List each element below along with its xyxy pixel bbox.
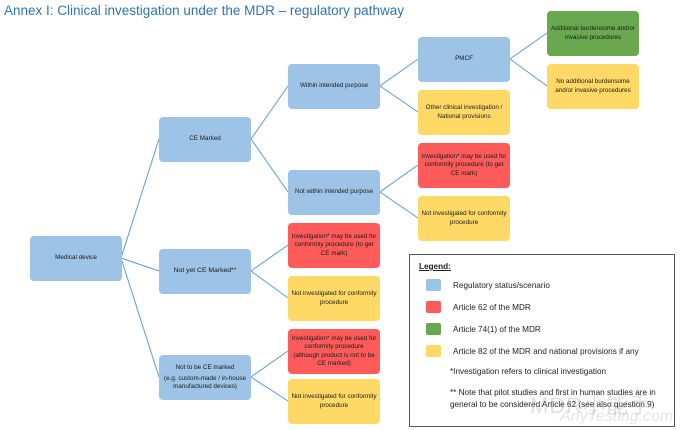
node-label: Other clinical investigation / National … [425, 104, 503, 120]
legend-title: Legend: [419, 262, 451, 271]
legend-item-article-82: Article 82 of the MDR and national provi… [426, 345, 639, 357]
node-label: Investigation* may be used for conformit… [421, 153, 507, 177]
node-label: Not yet CE Marked** [173, 267, 237, 275]
legend-note-investigation: *Investigation refers to clinical invest… [450, 367, 607, 376]
node-label: No additional burdensome and/or invasive… [555, 78, 631, 94]
connector-notyet-to-notinvestigated [250, 270, 289, 299]
node-ce-marked: CE Marked [159, 117, 251, 162]
node-notwithin-investigation: Investigation* may be used for conformit… [418, 143, 510, 188]
node-label: Not within intended purpose [294, 188, 374, 196]
node-label: Within intended purpose [300, 82, 368, 90]
legend-label: Article 62 of the MDR [453, 302, 531, 312]
connector-notwithin-to-notinvestigated [379, 191, 419, 219]
legend-item-article-62: Article 62 of the MDR [426, 301, 531, 313]
legend-swatch-yellow [426, 345, 441, 357]
node-pmcf: PMCF [418, 37, 510, 82]
legend-box: Legend: Regulatory status/scenario Artic… [409, 254, 675, 427]
node-nottobe-investigation: Investigation* may be used for conformit… [288, 329, 380, 374]
legend-item-article-74: Article 74(1) of the MDR [426, 323, 541, 335]
node-sublabel: (e.g. custom-made / in-house manufacture… [164, 374, 246, 391]
legend-label: Article 82 of the MDR and national provi… [453, 346, 639, 356]
legend-swatch-green [426, 323, 441, 335]
node-not-to-be-ce-marked: Not to be CE marked (e.g. custom-made / … [159, 355, 251, 400]
connector-ce-to-within [250, 85, 289, 140]
connector-medical-to-notyet [120, 257, 160, 272]
node-label: Additional burdensome and/or invasive pr… [550, 25, 635, 41]
node-not-yet-ce-marked: Not yet CE Marked** [159, 249, 251, 294]
connector-medical-to-ce [120, 138, 160, 259]
node-within-intended-purpose: Within intended purpose [288, 64, 380, 109]
node-notyet-not-investigated: Not investigated for conformity procedur… [288, 276, 380, 321]
node-label: Medical device [55, 254, 97, 262]
connector-notyet-to-investigation [250, 244, 289, 272]
legend-note-pilot-studies: ** Note that pilot studies and first in … [450, 388, 656, 409]
node-label: PMCF [455, 55, 473, 63]
node-label: Investigation* may be used for conformit… [291, 335, 377, 367]
legend-label: Article 74(1) of the MDR [453, 324, 541, 334]
node-other-clinical-investigation: Other clinical investigation / National … [418, 90, 510, 135]
node-additional-burdensome: Additional burdensome and/or invasive pr… [547, 11, 639, 56]
connector-within-to-other [379, 85, 419, 113]
node-label: CE Marked [189, 135, 221, 143]
connector-ce-to-notwithin [250, 138, 289, 193]
legend-swatch-blue [426, 279, 441, 291]
node-nottobe-not-investigated: Not investigated for conformity procedur… [288, 379, 380, 424]
connector-pmcf-to-additional [509, 32, 548, 60]
connector-notwithin-to-investigation [379, 164, 419, 193]
node-label: Not investigated for conformity procedur… [291, 290, 377, 306]
node-not-within-intended-purpose: Not within intended purpose [288, 170, 380, 215]
node-label: Not investigated for conformity procedur… [421, 210, 507, 226]
node-notyet-investigation: Investigation* may be used for conformit… [288, 223, 380, 268]
connector-medical-to-nottobe [120, 257, 160, 378]
connector-nottobe-to-investigation [250, 350, 289, 378]
node-medical-device: Medical device [30, 236, 122, 281]
legend-swatch-red [426, 301, 441, 313]
legend-label: Regulatory status/scenario [453, 280, 550, 290]
node-notwithin-not-investigated: Not investigated for conformity procedur… [418, 196, 510, 241]
diagram-title: Annex I: Clinical investigation under th… [4, 3, 404, 18]
node-label: Not investigated for conformity procedur… [291, 393, 377, 409]
node-label: Not to be CE marked [175, 363, 235, 371]
node-label: Investigation* may be used for conformit… [291, 233, 377, 257]
connector-nottobe-to-notinvestigated [250, 376, 289, 402]
connector-within-to-pmcf [379, 58, 419, 87]
legend-item-regulatory-status: Regulatory status/scenario [426, 279, 550, 291]
node-no-additional-burdensome: No additional burdensome and/or invasive… [547, 64, 639, 109]
connector-pmcf-to-noadditional [509, 58, 548, 87]
